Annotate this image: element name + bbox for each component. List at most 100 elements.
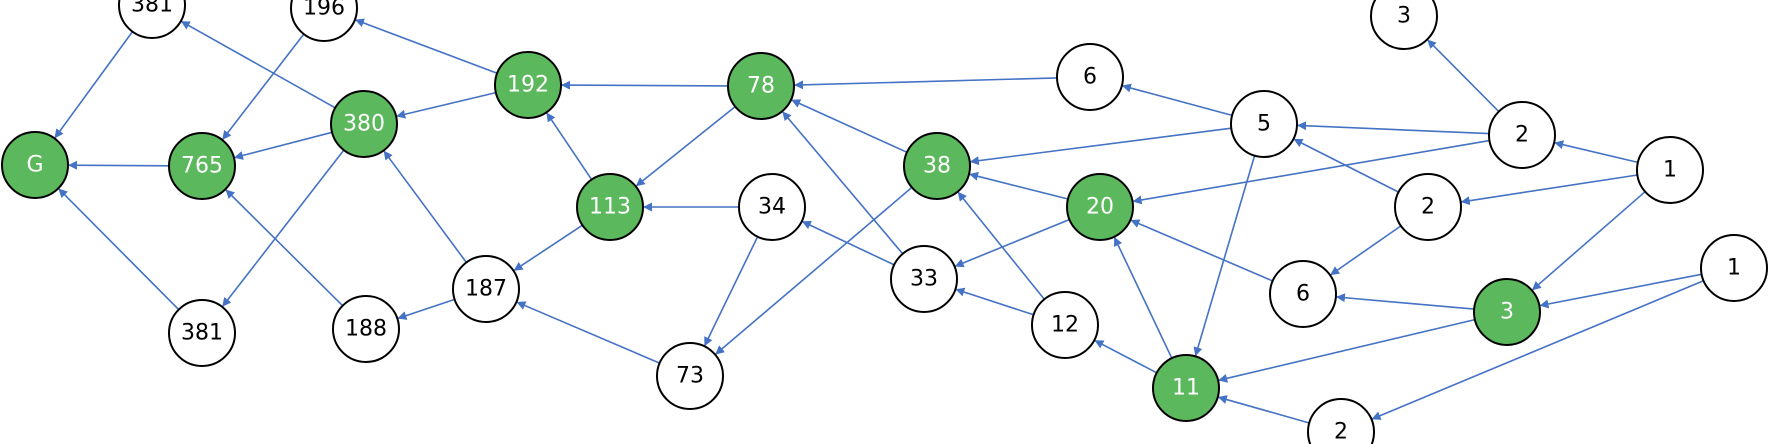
edge-78-to-192 — [561, 80, 729, 90]
node-circle — [290, 0, 358, 42]
edge-33-to-34 — [801, 220, 895, 266]
node-6b: 6 — [1269, 260, 1337, 328]
node-113: 113 — [576, 173, 644, 241]
node-circle — [330, 90, 398, 158]
node-circle — [1488, 101, 1556, 169]
node-circle — [168, 299, 236, 367]
node-381b: 381 — [168, 299, 236, 367]
node-circle — [1307, 398, 1375, 444]
node-label: 765 — [181, 154, 223, 179]
node-circle — [576, 173, 644, 241]
node-765: 765 — [168, 132, 236, 200]
edge-380-to-381b — [222, 149, 345, 307]
node-label: 1 — [1727, 256, 1741, 281]
node-circle — [1473, 278, 1541, 346]
node-label: 6 — [1083, 65, 1097, 90]
node-2a: 2 — [1488, 101, 1556, 169]
edge-33-to-78 — [782, 111, 904, 255]
edge-20-to-33 — [954, 218, 1070, 268]
node-5: 5 — [1230, 90, 1298, 158]
edge-188-to-765 — [225, 189, 344, 307]
node-label: 2 — [1334, 420, 1348, 444]
node-label: 381 — [181, 321, 223, 346]
node-label: G — [26, 153, 43, 178]
node-label: 2 — [1515, 123, 1529, 148]
node-3b: 3 — [1473, 278, 1541, 346]
node-label: 2 — [1421, 195, 1435, 220]
edge-187-to-380 — [383, 150, 468, 263]
edge-3b-to-6b — [1336, 293, 1475, 310]
edge-2b-to-6b — [1330, 225, 1402, 276]
node-33: 33 — [890, 245, 958, 313]
edge-1a-to-3b — [1531, 191, 1646, 291]
node-circle — [1066, 173, 1134, 241]
node-circle — [118, 0, 186, 39]
node-circle — [1394, 173, 1462, 241]
node-circle — [1152, 354, 1220, 422]
node-2b: 2 — [1394, 173, 1462, 241]
node-label: 381 — [131, 0, 173, 18]
edge-381a-to-G — [54, 31, 134, 139]
edge-6a-to-78 — [794, 77, 1058, 90]
edges-layer — [54, 18, 1704, 424]
node-label: 192 — [507, 73, 549, 98]
node-label: 20 — [1086, 195, 1114, 220]
node-34: 34 — [738, 173, 806, 241]
node-label: 3 — [1397, 4, 1411, 29]
node-3top: 3 — [1370, 0, 1438, 50]
edge-73-to-187 — [516, 301, 660, 364]
node-circle — [890, 245, 958, 313]
node-circle — [1700, 234, 1768, 302]
edge-6b-to-20 — [1130, 219, 1274, 282]
node-78: 78 — [727, 52, 795, 120]
node-label: 38 — [923, 154, 951, 179]
edge-381b-to-G — [58, 188, 180, 311]
node-187: 187 — [452, 255, 520, 323]
edge-38-to-78 — [791, 99, 908, 154]
edge-38-to-73 — [715, 186, 913, 355]
node-G: G — [1, 131, 69, 199]
edge-12-to-33 — [955, 287, 1034, 316]
node-label: 188 — [345, 317, 387, 342]
node-label: 34 — [758, 195, 786, 220]
node-circle — [1269, 260, 1337, 328]
node-circle — [1056, 43, 1124, 111]
node-circle — [494, 51, 562, 119]
edge-12-to-38 — [957, 191, 1045, 300]
edge-1a-to-2a — [1554, 140, 1639, 164]
node-380: 380 — [330, 90, 398, 158]
edge-11-to-20 — [1113, 236, 1173, 359]
node-2c: 2 — [1307, 398, 1375, 444]
node-label: 33 — [910, 267, 938, 292]
edge-2a-to-5 — [1297, 121, 1490, 135]
node-label: 5 — [1257, 112, 1271, 137]
node-73: 73 — [656, 342, 724, 410]
node-circle — [738, 173, 806, 241]
edge-78-to-113 — [635, 105, 736, 187]
node-circle — [1, 131, 69, 199]
edge-11-to-12 — [1094, 339, 1158, 374]
node-label: 3 — [1500, 300, 1514, 325]
edge-20-to-38 — [969, 171, 1069, 200]
node-1a: 1 — [1636, 136, 1704, 204]
node-1b: 1 — [1700, 234, 1768, 302]
edge-765-to-G — [68, 160, 170, 170]
edge-5-to-6a — [1121, 83, 1233, 117]
node-label: 12 — [1051, 313, 1079, 338]
edge-2a-to-3top — [1427, 39, 1500, 113]
edge-5-to-11 — [1193, 155, 1256, 357]
node-label: 380 — [343, 112, 385, 137]
node-label: 113 — [589, 195, 631, 220]
edge-1a-to-2b — [1460, 174, 1638, 206]
edge-196-to-765 — [222, 33, 305, 140]
edge-113-to-192 — [546, 112, 593, 181]
edge-3b-to-11 — [1218, 318, 1476, 383]
node-circle — [903, 132, 971, 200]
node-circle — [168, 132, 236, 200]
node-6a: 6 — [1056, 43, 1124, 111]
node-381a: 381 — [118, 0, 186, 39]
edge-192-to-196 — [354, 18, 498, 75]
edge-1b-to-3b — [1539, 273, 1702, 309]
node-circle — [1230, 90, 1298, 158]
